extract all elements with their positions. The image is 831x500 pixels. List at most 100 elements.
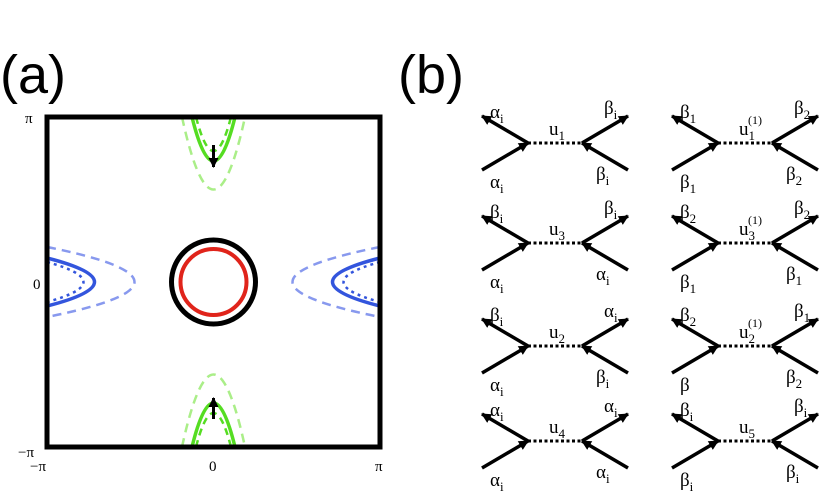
label-bottom-left: βi: [680, 470, 694, 494]
leg-top-left: [481, 317, 529, 348]
x-tick-minus-pi: −π: [30, 459, 46, 475]
label-top-left: αi: [490, 400, 504, 424]
gamma-outer-pocket: [169, 237, 258, 327]
coupling-label: u3(1): [739, 213, 762, 243]
label-top-left: αi: [490, 102, 504, 126]
label-top-right: αi: [604, 396, 618, 420]
coupling-label: u5: [739, 417, 755, 441]
leg-bottom-left: [671, 439, 719, 470]
leg-top-left: [671, 114, 719, 145]
leg-bottom-right: [581, 439, 629, 470]
leg-top-right: [771, 412, 819, 443]
label-bottom-left: αi: [490, 272, 504, 296]
leg-top-right: [581, 214, 629, 245]
leg-top-left: [481, 214, 529, 245]
leg-bottom-left: [671, 344, 719, 375]
leg-top-left: [481, 412, 529, 443]
vertex-diagram-1: u1 αi αi βi βi: [481, 98, 629, 196]
leg-bottom-left: [481, 439, 529, 470]
panel-b: (b) u1αiαiβiβiu1(1)β1β1β2β2u3βiαiβiαiu3(…: [398, 45, 819, 494]
vertex-diagram-3: u3 βi αi βi αi: [481, 198, 629, 296]
label-top-right: β1: [794, 301, 810, 325]
green-pocket-bottom-dashed: [180, 373, 247, 448]
blue-pocket-right-dotted: [342, 260, 381, 304]
leg-top-right: [771, 214, 819, 245]
label-top-right: αi: [604, 301, 618, 325]
x-tick-pi: π: [375, 459, 383, 475]
coupling-label: u2(1): [739, 316, 762, 346]
leg-bottom-right: [581, 241, 629, 272]
panel-a: (a) π 0 −π −π 0 π: [0, 45, 383, 475]
label-bottom-left: β1: [680, 172, 696, 196]
leg-bottom-left: [481, 141, 529, 172]
x-tick-zero: 0: [209, 459, 217, 475]
leg-bottom-left: [671, 141, 719, 172]
blue-pocket-right-solid: [331, 256, 381, 308]
label-bottom-right: β1: [786, 264, 802, 288]
coupling-label: u1: [549, 119, 565, 143]
label-top-left: βi: [680, 400, 694, 424]
leg-top-right: [581, 317, 629, 348]
leg-top-left: [481, 114, 529, 145]
panel-a-label: (a): [0, 45, 66, 105]
label-bottom-left: αi: [490, 375, 504, 399]
label-bottom-right: β2: [786, 367, 802, 391]
vertex-diagram-5: u2 βi αi αi βi: [481, 301, 629, 399]
label-top-left: βi: [490, 202, 504, 226]
label-top-left: β1: [680, 102, 696, 126]
label-bottom-right: βi: [596, 367, 610, 391]
label-bottom-right: β2: [786, 164, 802, 188]
label-top-right: β2: [794, 98, 810, 122]
coupling-label: u4: [549, 417, 566, 441]
y-tick-zero: 0: [33, 277, 41, 293]
leg-top-right: [771, 317, 819, 348]
vertex-diagram-2: u1(1) β1 β1 β2 β2: [671, 98, 819, 196]
label-bottom-left: αi: [490, 172, 504, 196]
brillouin-zone-frame: [44, 114, 383, 450]
coupling-label: u1(1): [739, 113, 762, 143]
blue-pocket-left-dotted: [46, 260, 85, 304]
label-top-left: βi: [490, 305, 504, 329]
leg-bottom-left: [481, 344, 529, 375]
gamma-inner-pocket: [178, 247, 249, 317]
leg-top-right: [581, 114, 629, 145]
label-bottom-left: αi: [490, 470, 504, 494]
leg-bottom-right: [581, 344, 629, 375]
leg-bottom-right: [771, 241, 819, 272]
leg-bottom-right: [771, 141, 819, 172]
leg-top-right: [581, 412, 629, 443]
label-bottom-left: β: [680, 375, 690, 396]
label-bottom-left: β1: [680, 272, 696, 296]
leg-bottom-left: [481, 241, 529, 272]
blue-pocket-right-dashed: [291, 245, 381, 319]
y-tick-minus-pi: −π: [18, 445, 34, 461]
vertex-diagram-6: u2(1) β2 β β1 β2: [671, 301, 819, 396]
label-top-right: βi: [604, 198, 618, 222]
vertex-diagram-7: u4 αi αi αi αi: [481, 396, 629, 494]
label-top-left: β2: [680, 305, 696, 329]
leg-bottom-right: [771, 344, 819, 375]
blue-pocket-left-dashed: [46, 245, 136, 319]
label-bottom-right: αi: [596, 264, 610, 288]
coupling-label: u2: [549, 322, 565, 346]
leg-top-left: [671, 412, 719, 443]
y-tick-pi: π: [25, 111, 33, 127]
label-top-left: β2: [680, 202, 696, 226]
panel-b-label: (b): [398, 45, 464, 105]
vertex-diagrams: u1αiαiβiβiu1(1)β1β1β2β2u3βiαiβiαiu3(1)β2…: [481, 98, 819, 494]
green-pocket-top-dashed: [180, 116, 247, 191]
label-bottom-right: αi: [596, 462, 610, 486]
blue-pocket-left-solid: [46, 256, 96, 308]
label-bottom-right: βi: [786, 462, 800, 486]
label-bottom-right: βi: [596, 164, 610, 188]
coupling-label: u3: [549, 219, 565, 243]
leg-bottom-right: [771, 439, 819, 470]
leg-top-left: [671, 214, 719, 245]
leg-bottom-right: [581, 141, 629, 172]
label-top-right: βi: [604, 98, 618, 122]
leg-bottom-left: [671, 241, 719, 272]
label-top-right: βi: [794, 396, 808, 420]
leg-top-left: [671, 317, 719, 348]
